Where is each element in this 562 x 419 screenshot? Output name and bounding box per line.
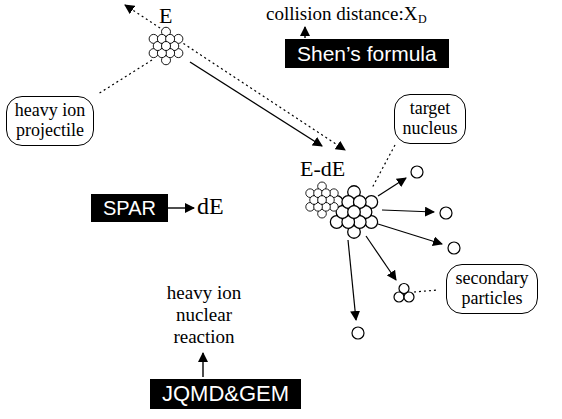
callout-box: secondary particles — [446, 264, 538, 314]
node-text: Shen’s formula — [297, 41, 437, 66]
method-box: JQMD&GEM — [150, 379, 301, 409]
method-box: Shen’s formula — [285, 39, 449, 68]
node-text: target nucleus — [400, 99, 460, 139]
node-text: JQMD&GEM — [162, 381, 289, 407]
method-box: SPAR — [91, 194, 168, 222]
node-text: SPAR — [103, 196, 156, 220]
callout-box: heavy ion projectile — [6, 96, 94, 146]
energy-label: E-dE — [300, 156, 345, 181]
energy-label: E — [159, 3, 172, 28]
subscript: D — [418, 13, 427, 27]
energy-loss-label: dE — [197, 193, 224, 221]
node-text: secondary particles — [452, 269, 532, 309]
callout-box: target nucleus — [394, 94, 466, 144]
node-text: heavy ion projectile — [12, 101, 88, 141]
quantity-label: collision distance:X — [266, 3, 417, 25]
process-label: heavy ion nuclear reaction — [161, 282, 247, 348]
